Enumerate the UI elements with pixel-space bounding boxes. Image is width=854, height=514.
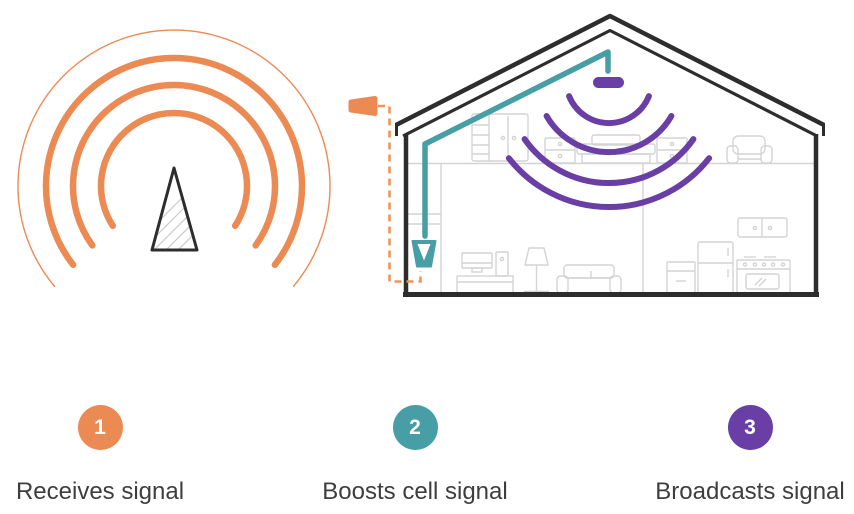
step-3: 3 Broadcasts signal (650, 405, 850, 505)
step-2-number: 2 (409, 415, 421, 439)
cell-tower-icon (150, 166, 199, 252)
inside-antenna-icon (593, 77, 624, 88)
step-2-label: Boosts cell signal (322, 478, 508, 505)
outside-antenna-icon (348, 96, 378, 116)
step-1-number: 1 (94, 415, 106, 439)
step-1-label: Receives signal (15, 478, 185, 505)
house-furniture (408, 113, 814, 294)
step-2: 2 Boosts cell signal (315, 405, 515, 505)
step-1: 1 Receives signal (0, 405, 200, 505)
diagram-canvas (17, 13, 826, 297)
step-2-badge: 2 (392, 405, 438, 450)
broadcast-signal-arcs (505, 93, 713, 210)
step-3-badge: 3 (727, 405, 773, 450)
cable-line (422, 49, 611, 239)
step-1-badge: 1 (77, 405, 123, 450)
signal-booster-icon (411, 240, 437, 268)
step-3-label: Broadcasts signal (655, 478, 845, 505)
tower-signal-arcs (17, 29, 331, 287)
antenna-wire-dashed (378, 104, 422, 283)
house-cross-section (394, 13, 826, 297)
step-3-number: 3 (744, 415, 756, 439)
